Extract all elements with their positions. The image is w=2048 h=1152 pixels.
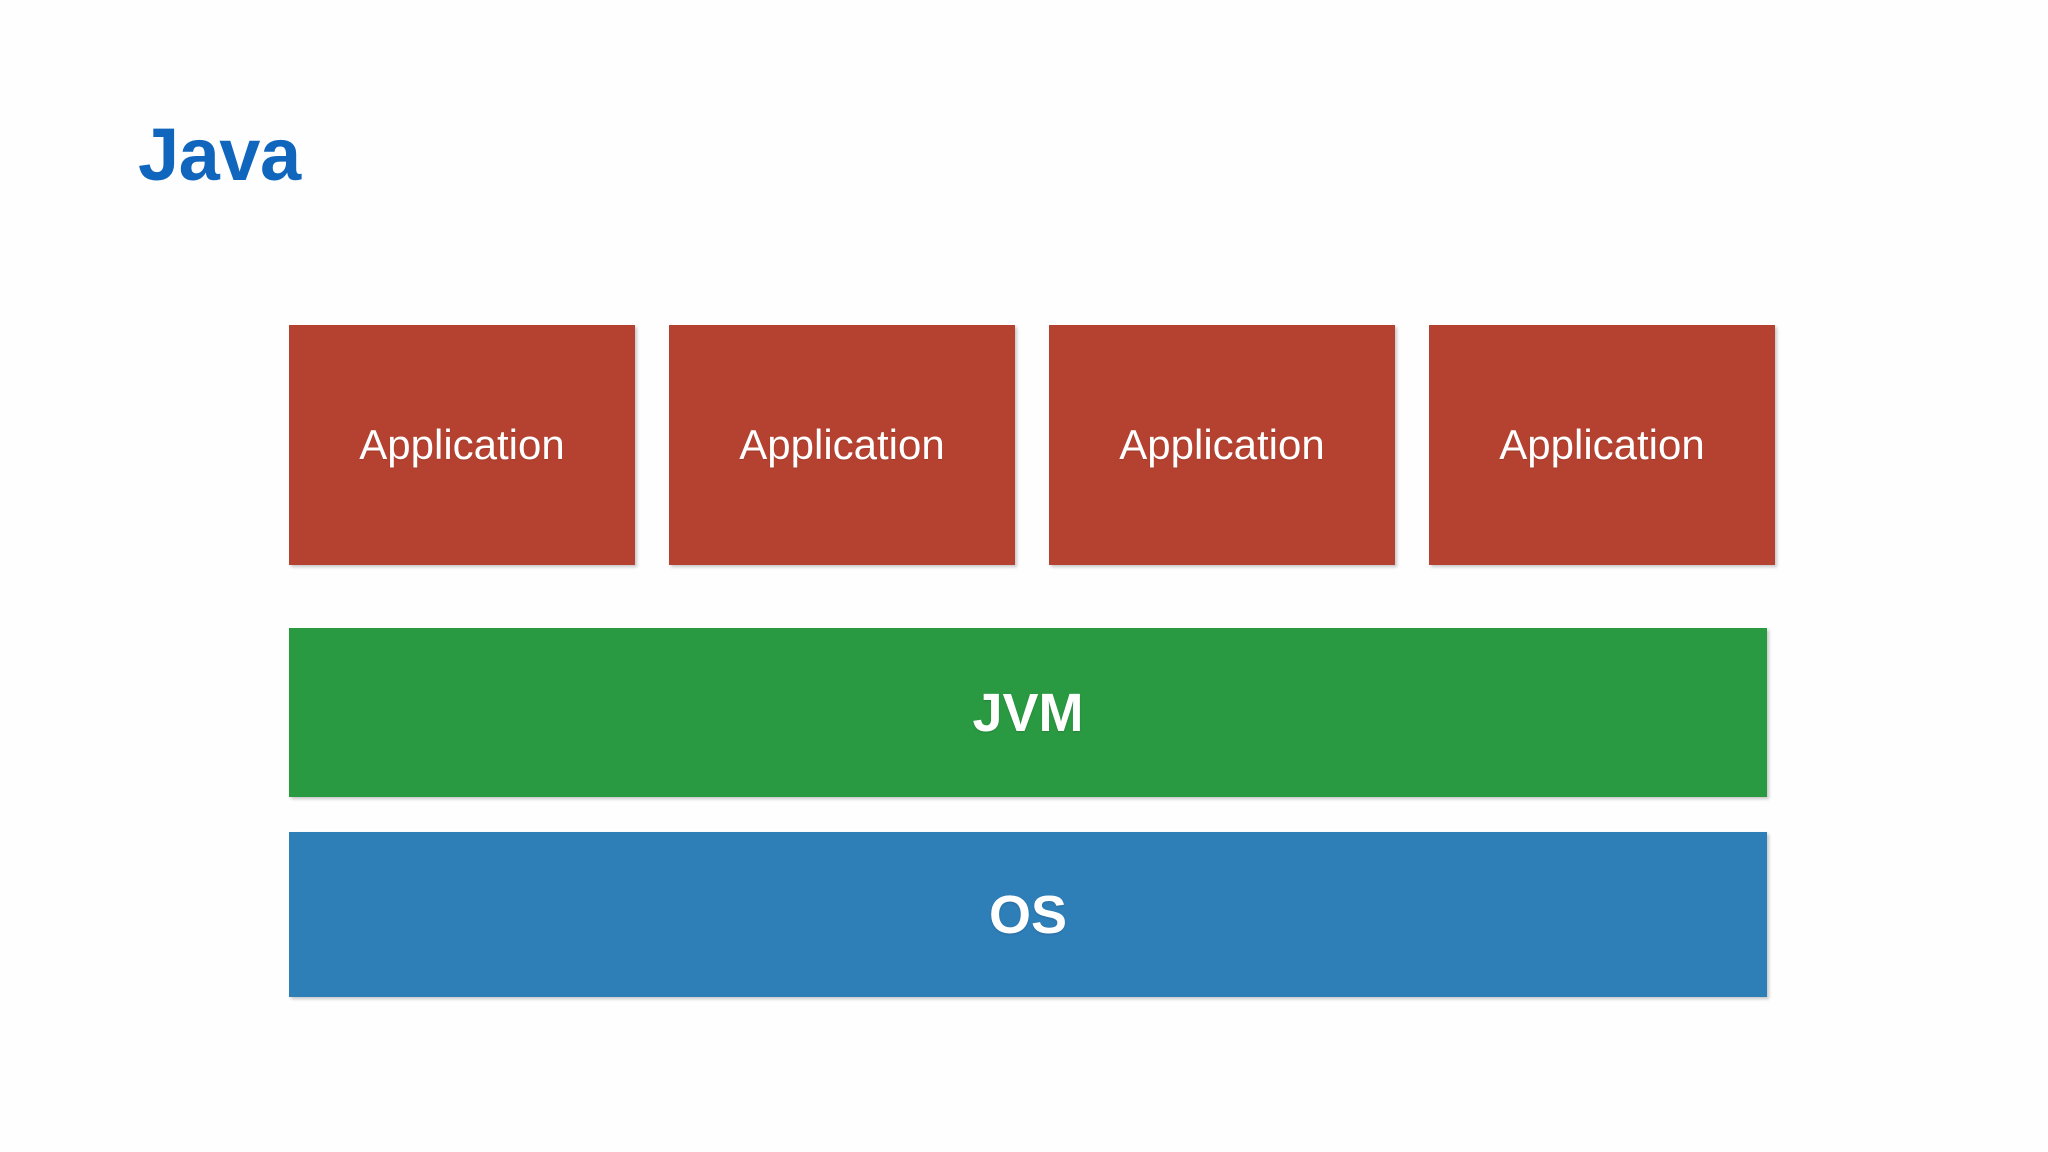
application-box-label: Application <box>739 421 945 468</box>
os-layer-label: OS <box>988 884 1068 945</box>
architecture-diagram: Application Application Application Appl… <box>289 325 1775 997</box>
application-box[interactable]: Application <box>1049 325 1395 565</box>
page-title: Java <box>138 113 301 196</box>
os-layer-bar[interactable]: OS <box>289 832 1767 997</box>
application-layer-row: Application Application Application Appl… <box>289 325 1775 565</box>
jvm-layer-bar[interactable]: JVM <box>289 628 1767 797</box>
application-box[interactable]: Application <box>1429 325 1775 565</box>
application-box[interactable]: Application <box>669 325 1015 565</box>
jvm-layer-label: JVM <box>972 682 1084 743</box>
application-box-label: Application <box>1119 421 1325 468</box>
application-box-label: Application <box>1499 421 1705 468</box>
application-box[interactable]: Application <box>289 325 635 565</box>
application-box-label: Application <box>359 421 565 468</box>
